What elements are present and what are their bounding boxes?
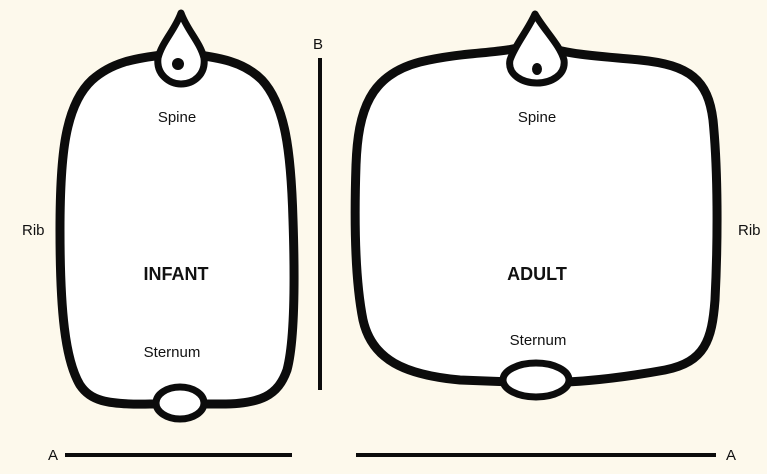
infant-spinal-canal	[172, 58, 184, 70]
adult-sternum-label: Sternum	[510, 332, 567, 349]
adult-sternum	[503, 363, 569, 397]
adult-chest: Spine ADULT Sternum Rib	[355, 14, 760, 397]
infant-rib-label: Rib	[22, 222, 45, 239]
adult-spinal-canal	[532, 63, 542, 75]
infant-chest: Spine INFANT Sternum Rib	[22, 13, 294, 419]
adult-rib-label: Rib	[738, 222, 761, 239]
infant-sternum-label: Sternum	[144, 344, 201, 361]
infant-spine	[158, 13, 204, 84]
axis-a-right-label: A	[726, 447, 736, 464]
adult-title: ADULT	[507, 264, 567, 284]
infant-spine-label: Spine	[158, 109, 196, 126]
infant-title: INFANT	[144, 264, 209, 284]
axis-b-label: B	[313, 36, 323, 53]
adult-spine-label: Spine	[518, 109, 556, 126]
axis-a-left-label: A	[48, 447, 58, 464]
infant-sternum	[156, 387, 204, 419]
